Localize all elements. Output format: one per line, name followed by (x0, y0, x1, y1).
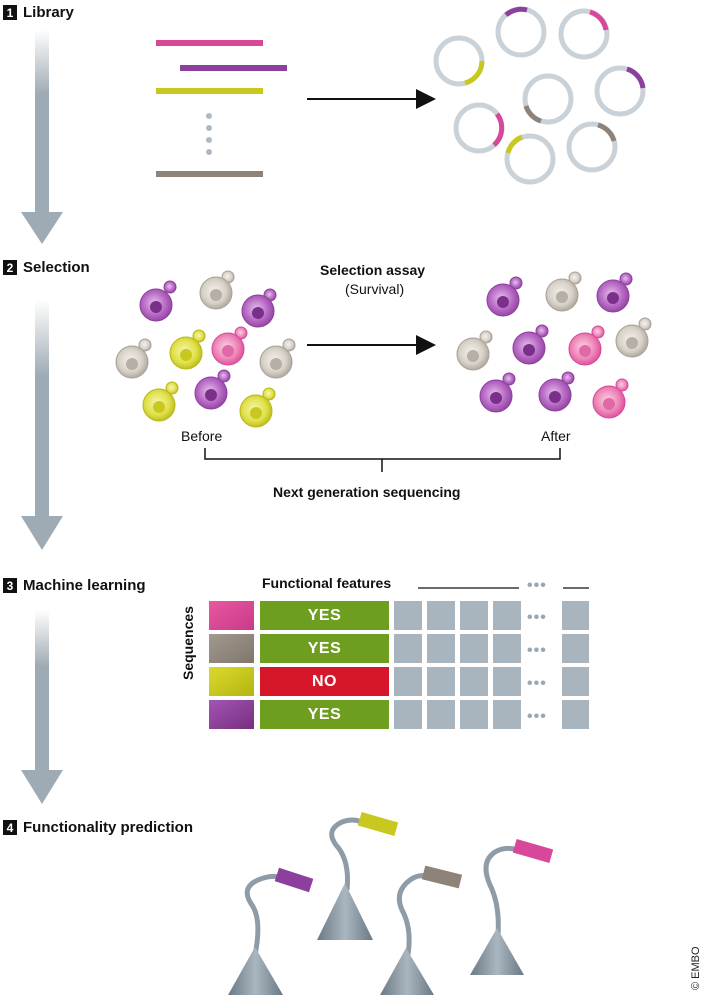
cells-after (456, 271, 652, 419)
cell (241, 288, 277, 328)
cell (211, 326, 248, 366)
library-sequences (156, 40, 287, 177)
assay-subtitle: (Survival) (345, 281, 405, 297)
cell (456, 330, 493, 371)
sequence-square-magenta (209, 601, 254, 630)
cell (142, 381, 179, 422)
cell (545, 271, 582, 312)
cell (139, 280, 177, 322)
process-arrow-3 (21, 610, 63, 804)
cell (512, 324, 549, 365)
assay-title: Selection assay (320, 262, 426, 278)
sequence-bar-yellow (156, 88, 263, 94)
feature-result-no: NO (260, 667, 389, 696)
sequences-axis-label: Sequences (180, 606, 196, 680)
before-label: Before (181, 428, 223, 444)
sequence-bar-purple (180, 65, 287, 71)
predicted-protein-taupe (380, 865, 463, 995)
cell (199, 270, 235, 310)
ellipsis: ••• (527, 675, 547, 692)
step-functionality-prediction: 4 Functionality prediction (3, 819, 193, 836)
ellipsis: ••• (527, 609, 547, 626)
cell (592, 378, 629, 419)
step-number: 4 (3, 820, 17, 835)
cell (194, 369, 231, 410)
sequencing-bracket (204, 448, 561, 472)
step-label: Library (23, 4, 74, 21)
cell (479, 372, 516, 413)
process-arrow-2 (21, 300, 63, 550)
cell (538, 371, 575, 412)
features-header: Functional features (262, 575, 392, 591)
feature-result-yes: YES (260, 634, 389, 663)
step-label: Machine learning (23, 577, 146, 594)
sequence-bar-taupe (156, 171, 263, 177)
after-label: After (541, 428, 571, 444)
step-label: Functionality prediction (23, 819, 194, 836)
feature-result-yes: YES (260, 700, 389, 729)
feature-result-yes: YES (260, 601, 389, 630)
step-number: 1 (3, 5, 17, 20)
cell (615, 317, 652, 358)
sequence-bar-magenta (156, 40, 263, 46)
sequence-square-taupe (209, 634, 254, 663)
predicted-protein-yellow (317, 812, 399, 940)
step-label: Selection (23, 259, 90, 276)
copyright: © EMBO (690, 946, 702, 990)
predicted-protein-magenta (470, 839, 554, 975)
feature-grid (394, 601, 589, 729)
process-arrow-1 (21, 30, 63, 244)
ellipsis: ••• (527, 577, 547, 594)
cell (596, 272, 633, 313)
cell (169, 329, 206, 370)
ellipsis: ••• (527, 642, 547, 659)
predicted-protein-purple (228, 867, 314, 995)
sequence-square-yellow (209, 667, 254, 696)
cells-before (115, 270, 296, 428)
step-selection: 2 Selection (3, 259, 90, 276)
cell (259, 338, 296, 379)
sequence-square-purple (209, 700, 254, 729)
cell (115, 338, 152, 379)
cell (486, 276, 523, 317)
sequencing-label: Next generation sequencing (273, 484, 461, 500)
step-library: 1 Library (3, 4, 74, 21)
step-number: 3 (3, 578, 17, 593)
step-number: 2 (3, 260, 17, 275)
cell (568, 325, 605, 366)
ellipsis: ••• (527, 708, 547, 725)
plasmid-library (433, 6, 646, 185)
step-machine-learning: 3 Machine learning (3, 577, 146, 594)
cell (239, 387, 276, 428)
